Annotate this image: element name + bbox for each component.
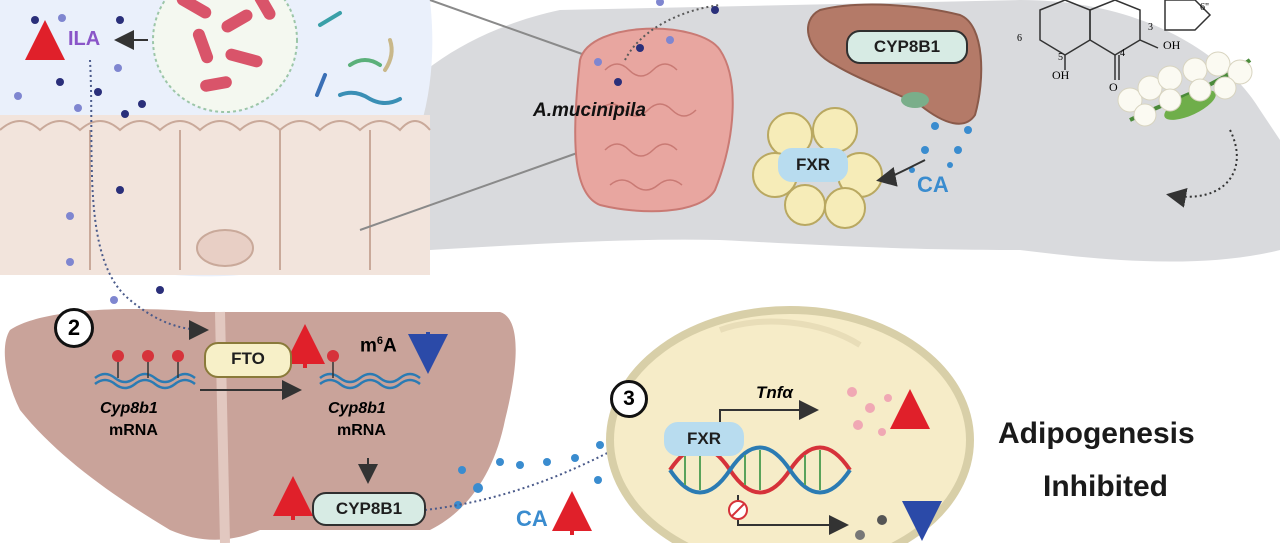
tnfa-label: Tnfα <box>756 383 793 402</box>
chem-label-oh-2: OH <box>1163 38 1181 52</box>
step-2-badge: 2 <box>54 308 94 348</box>
outcome-line-2: Inhibited <box>1043 470 1168 503</box>
m6a-marks-left <box>112 350 184 378</box>
fxr-bottom-pill: FXR <box>664 422 744 456</box>
ila-label: ILA <box>68 28 101 50</box>
chem-label-6pp: 6" <box>1200 2 1210 13</box>
chem-label-6: 6 <box>1017 33 1022 44</box>
flavonoid-structure <box>1039 0 1212 80</box>
ca-bottom-label: CA <box>516 506 548 531</box>
step-3-badge: 3 <box>610 380 648 418</box>
cyp8b1-top-pill: CYP8B1 <box>846 30 968 64</box>
liver-bottom <box>4 309 516 540</box>
mrna-right-label: mRNA <box>337 422 386 439</box>
chem-label-3: 3 <box>1148 22 1153 33</box>
mrna-left-label: mRNA <box>109 422 158 439</box>
fxr-top-pill: FXR <box>778 148 848 182</box>
intestine-zoom <box>0 0 433 304</box>
chem-label-oh-1: OH <box>1052 68 1070 82</box>
cyp8b1-bottom-pill: CYP8B1 <box>312 492 426 526</box>
fto-pill: FTO <box>204 342 292 378</box>
adipose-top <box>752 107 883 229</box>
bacterium-label: A.mucinipila <box>533 100 646 121</box>
chem-label-o: O <box>1109 80 1118 94</box>
gene-left-label: Cyp8b1 <box>100 400 158 417</box>
gene-right-label: Cyp8b1 <box>328 400 386 417</box>
ca-top-label: CA <box>917 172 949 197</box>
outcome-line-1: Adipogenesis <box>998 417 1195 450</box>
ila-dots <box>14 14 164 304</box>
chem-label-5: 5 <box>1058 52 1063 63</box>
flower-sprig <box>1117 51 1253 208</box>
chem-label-4: 4 <box>1120 48 1125 59</box>
adipocyte-cell <box>606 306 974 543</box>
m6a-label: m6A <box>360 335 397 357</box>
intestine-organ <box>574 27 734 213</box>
